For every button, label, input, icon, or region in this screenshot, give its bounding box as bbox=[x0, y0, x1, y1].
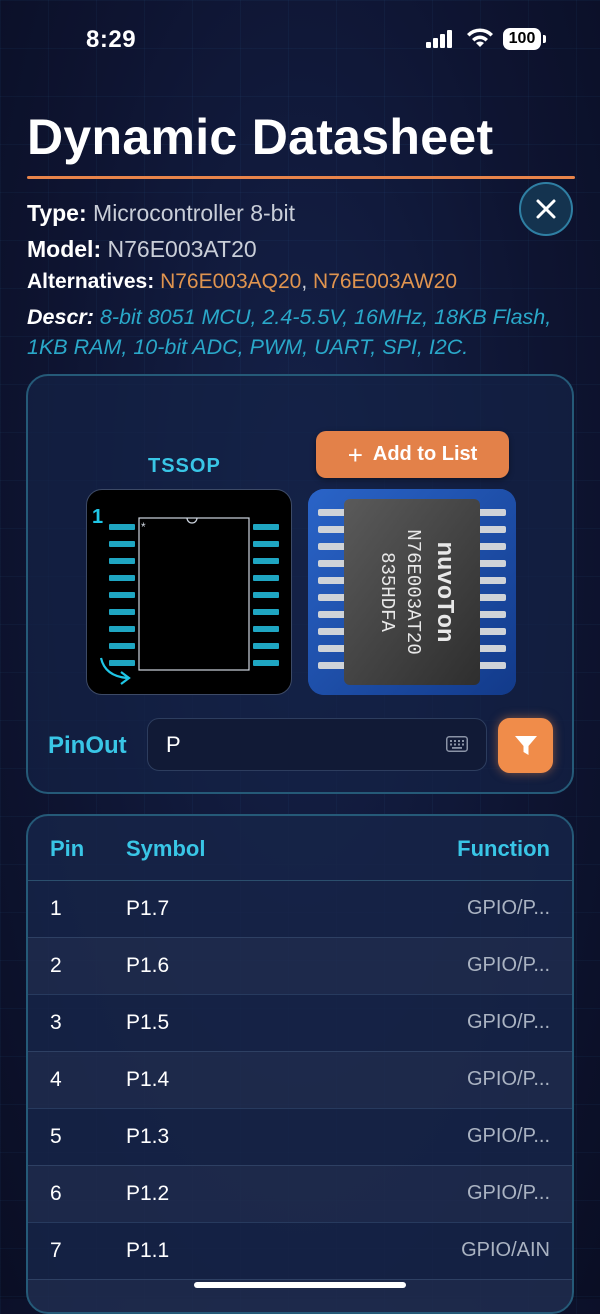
alternatives-line: Alternatives: N76E003AQ20, N76E003AW20 bbox=[27, 270, 457, 294]
close-button[interactable] bbox=[519, 182, 573, 236]
pin-number: 4 bbox=[50, 1068, 62, 1091]
add-to-list-button[interactable]: + Add to List bbox=[316, 431, 509, 478]
model-value: N76E003AT20 bbox=[107, 236, 257, 262]
description: Descr: 8-bit 8051 MCU, 2.4-5.5V, 16MHz, … bbox=[27, 302, 587, 362]
pin-search-input[interactable] bbox=[147, 718, 487, 771]
table-row[interactable]: 6 P1.2 GPIO/P... bbox=[28, 1165, 572, 1223]
pin-symbol: P1.1 bbox=[126, 1239, 170, 1262]
table-row[interactable]: 3 P1.5 GPIO/P... bbox=[28, 994, 572, 1052]
pin-function: GPIO/AIN bbox=[461, 1239, 550, 1261]
alternative-part-1[interactable]: N76E003AQ20 bbox=[160, 270, 302, 293]
column-header-symbol[interactable]: Symbol bbox=[126, 836, 206, 861]
type-value: Microcontroller 8-bit bbox=[93, 200, 295, 226]
pin-table: Pin Symbol Function 1 P1.7 GPIO/P... 2 P… bbox=[26, 814, 574, 1314]
chip-marking-lot: 835HDFA bbox=[376, 552, 398, 632]
pin-number: 7 bbox=[50, 1239, 62, 1262]
chip-photo: nuvoTon N76E003AT20 835HDFA bbox=[308, 489, 516, 695]
pin-symbol: P1.7 bbox=[126, 897, 170, 920]
pin-function: GPIO/P... bbox=[467, 897, 550, 919]
descr-label: Descr: bbox=[27, 305, 94, 329]
column-header-function[interactable]: Function bbox=[457, 836, 550, 861]
table-row[interactable]: 1 P1.7 GPIO/P... bbox=[28, 880, 572, 938]
add-to-list-label: Add to List bbox=[372, 443, 478, 465]
table-row[interactable]: 7 P1.1 GPIO/AIN bbox=[28, 1222, 572, 1280]
home-indicator[interactable] bbox=[194, 1282, 406, 1288]
pin-number: 2 bbox=[50, 954, 62, 977]
cellular-signal-icon bbox=[426, 30, 456, 48]
filter-icon bbox=[514, 735, 537, 755]
table-row[interactable]: 4 P1.4 GPIO/P... bbox=[28, 1051, 572, 1109]
pin-symbol: P1.2 bbox=[126, 1182, 170, 1205]
column-header-pin[interactable]: Pin bbox=[50, 836, 85, 861]
package-pin-diagram[interactable]: * 1 bbox=[86, 489, 292, 695]
descr-value: 8-bit 8051 MCU, 2.4-5.5V, 16MHz, 18KB Fl… bbox=[27, 305, 552, 359]
tssop-outline-drawing: * bbox=[99, 517, 279, 685]
chip-photo-image: nuvoTon N76E003AT20 835HDFA bbox=[308, 489, 516, 695]
filter-button[interactable] bbox=[498, 718, 553, 773]
table-row[interactable]: 2 P1.6 GPIO/P... bbox=[28, 937, 572, 995]
pin-function: GPIO/P... bbox=[467, 1068, 550, 1090]
table-row[interactable]: 5 P1.3 GPIO/P... bbox=[28, 1108, 572, 1166]
battery-indicator: 100 bbox=[503, 28, 546, 50]
page-title: Dynamic Datasheet bbox=[27, 109, 494, 165]
pin-number: 1 bbox=[50, 897, 62, 920]
alternative-part-2[interactable]: N76E003AW20 bbox=[313, 270, 458, 293]
rotate-arrow-icon[interactable] bbox=[97, 650, 137, 690]
chip-marking-model: N76E003AT20 bbox=[402, 529, 424, 654]
alternatives-separator: , bbox=[301, 270, 308, 293]
package-name: TSSOP bbox=[148, 455, 221, 477]
pin-function: GPIO/P... bbox=[467, 1011, 550, 1033]
pin-symbol: P1.4 bbox=[126, 1068, 170, 1091]
pin-function: GPIO/P... bbox=[467, 1125, 550, 1147]
model-label: Model: bbox=[27, 236, 102, 262]
status-time: 8:29 bbox=[86, 26, 137, 53]
pin1-marker: 1 bbox=[92, 506, 104, 528]
pinout-label: PinOut bbox=[48, 732, 127, 759]
pin-number: 3 bbox=[50, 1011, 62, 1034]
title-underline bbox=[27, 176, 575, 179]
wifi-icon bbox=[467, 28, 493, 47]
status-bar: 8:29 100 bbox=[0, 0, 600, 80]
keyboard-icon[interactable] bbox=[446, 736, 468, 752]
svg-text:*: * bbox=[141, 520, 146, 534]
alternatives-label: Alternatives: bbox=[27, 270, 155, 293]
table-header: Pin Symbol Function bbox=[28, 816, 572, 881]
model-line: Model: N76E003AT20 bbox=[27, 236, 257, 263]
pin-number: 6 bbox=[50, 1182, 62, 1205]
plus-icon: + bbox=[347, 439, 363, 470]
type-line: Type: Microcontroller 8-bit bbox=[27, 200, 295, 227]
pin-number: 5 bbox=[50, 1125, 62, 1148]
pin-symbol: P1.5 bbox=[126, 1011, 170, 1034]
pin-symbol: P1.3 bbox=[126, 1125, 170, 1148]
type-label: Type: bbox=[27, 200, 87, 226]
chip-marking-brand: nuvoTon bbox=[430, 542, 457, 643]
pin-function: GPIO/P... bbox=[467, 1182, 550, 1204]
pin-function: GPIO/P... bbox=[467, 954, 550, 976]
pin-symbol: P1.6 bbox=[126, 954, 170, 977]
close-icon bbox=[536, 199, 556, 219]
